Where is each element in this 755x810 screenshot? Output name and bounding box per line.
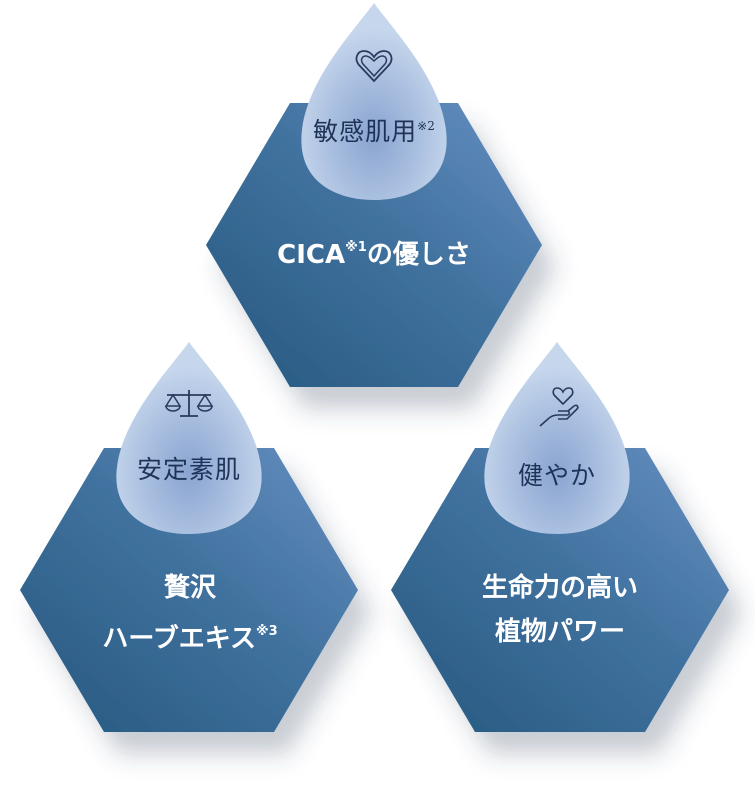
hand-heart-icon (539, 387, 579, 427)
main-label-herb: 贅沢 ハーブエキス※3 (30, 566, 350, 661)
heart-icon (355, 50, 393, 83)
main-label-plant: 生命力の高い 植物パワー (400, 566, 720, 654)
main-line-1: 生命力の高い (481, 573, 638, 603)
scale-icon (164, 390, 214, 417)
drop-label-sensitive: 敏感肌用※2 (313, 117, 435, 146)
main-line-2: 植物パワー (494, 617, 625, 647)
main-line-2: ハーブエキス※3 (102, 624, 278, 654)
drop-label-healthy: 健やか (517, 461, 596, 490)
main-label-cica: CICA※1の優しさ (277, 240, 471, 270)
main-line-1: 贅沢 (163, 573, 216, 603)
drop-label-stable: 安定素肌 (136, 455, 241, 484)
